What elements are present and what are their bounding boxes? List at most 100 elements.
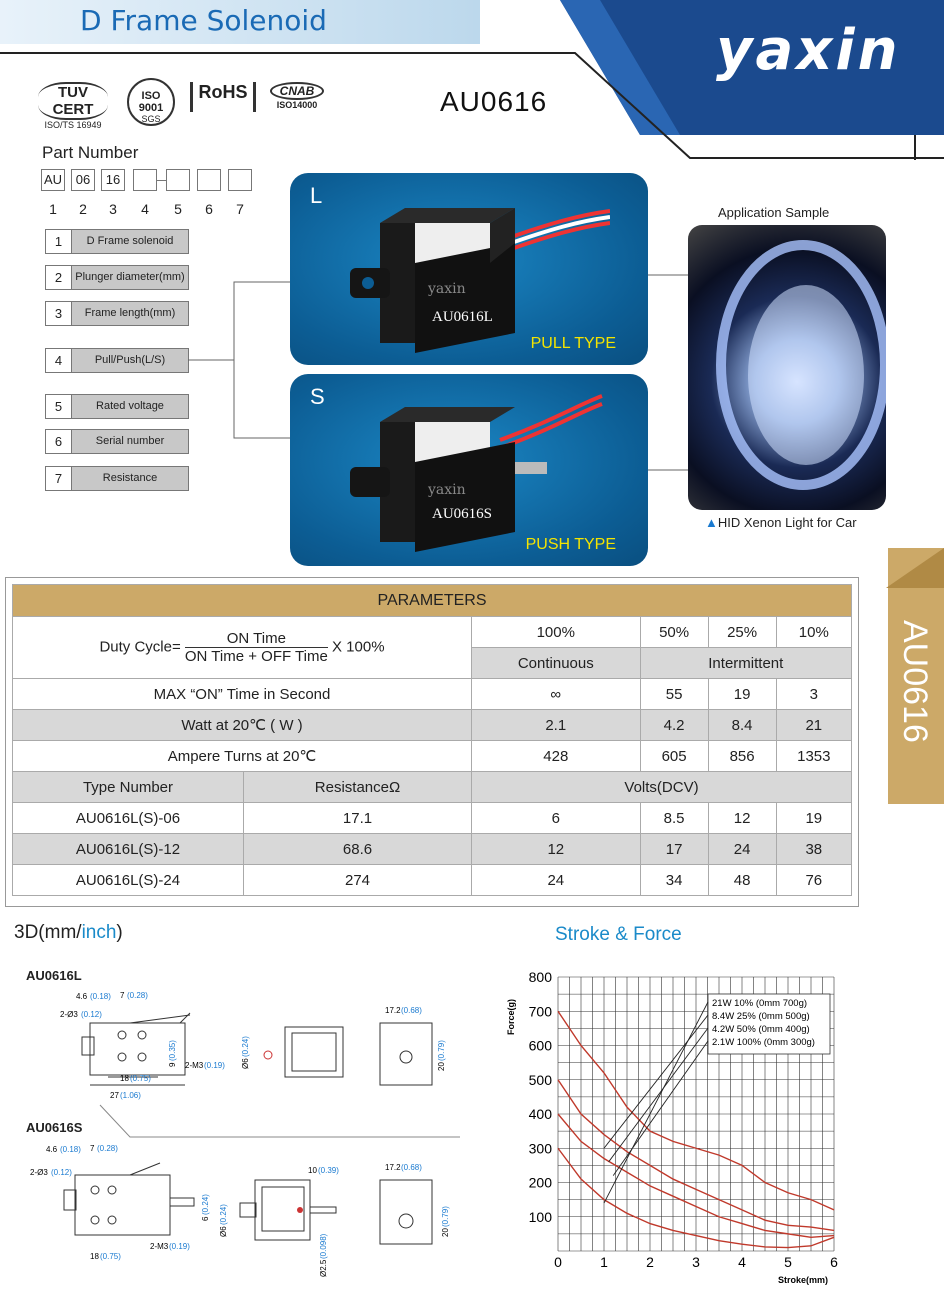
- pn-key-label: Pull/Push(L/S): [72, 349, 188, 372]
- dim-text: Ø6: [241, 1058, 250, 1069]
- pn-num-3: 3: [109, 201, 117, 217]
- cert-tuv: TUV CERT ISO/TS 16949: [38, 82, 108, 130]
- row-label: MAX “ON” Time in Second: [12, 678, 472, 710]
- pn-key-label: Resistance: [72, 467, 188, 490]
- type-name: AU0616L(S)-12: [12, 833, 244, 865]
- cell: 1353: [775, 740, 853, 772]
- pn-box-3: 16: [101, 169, 125, 191]
- cell: 17.1: [243, 802, 472, 834]
- dim-text: 10: [308, 1166, 317, 1175]
- duty-100: 100%: [471, 616, 641, 648]
- y-tick-label: 100: [529, 1209, 553, 1225]
- pn-key-num: 5: [46, 395, 72, 418]
- pn-key-label: Serial number: [72, 430, 188, 453]
- y-tick-label: 700: [529, 1003, 553, 1019]
- duty-10: 10%: [775, 616, 853, 648]
- pn-dash: [157, 180, 166, 181]
- pn-key-num: 3: [46, 302, 72, 325]
- dim-text: 7: [90, 1144, 95, 1153]
- dim-inch: (0.19): [204, 1061, 225, 1070]
- pn-key-label: Plunger diameter(mm): [72, 266, 188, 289]
- dim-text: 4.6: [46, 1145, 58, 1154]
- x-tick-label: 5: [784, 1254, 792, 1270]
- pn-box-1: AU: [41, 169, 65, 191]
- header-graphics: [0, 0, 944, 160]
- side-tab-label: AU0616: [896, 620, 934, 743]
- dim-text: 27: [110, 1091, 119, 1100]
- type-name: AU0616L(S)-24: [12, 864, 244, 896]
- drawings-title-b: inch: [81, 922, 117, 943]
- solenoid-logo: yaxin: [427, 482, 466, 498]
- pn-box-5: [166, 169, 190, 191]
- cell: 68.6: [243, 833, 472, 865]
- dim-inch: (0.35): [168, 1040, 177, 1061]
- dim-inch: (0.75): [130, 1074, 151, 1083]
- type-name: AU0616L(S)-06: [12, 802, 244, 834]
- pn-connector-lines: [188, 281, 290, 439]
- cert-cnab-name: CNAB: [270, 82, 324, 100]
- pn-box-7: [228, 169, 252, 191]
- push-type-panel: S yaxin AU0616S PUSH TYPE: [290, 374, 648, 566]
- drawings-title: 3D(mm/inch): [14, 922, 123, 944]
- legend-entry: 2.1W 100% (0mm 300g): [712, 1037, 815, 1048]
- cell: 12: [471, 833, 641, 865]
- type-number-header: Type Number: [12, 771, 244, 803]
- legend-leader-line: [612, 1040, 709, 1176]
- dim-inch: (0.39): [318, 1166, 339, 1175]
- row-label: Watt at 20℃ ( W ): [12, 709, 472, 741]
- brand-logo: yaxin: [716, 18, 901, 83]
- page-title: D Frame Solenoid: [80, 4, 327, 37]
- title-band: [0, 0, 480, 44]
- drawing-l-label: AU0616L: [26, 968, 82, 983]
- params-frame: [5, 577, 859, 907]
- cell: 428: [471, 740, 641, 772]
- cell: 48: [707, 864, 777, 896]
- solenoid-label: AU0616S: [432, 506, 492, 522]
- resistance-header: ResistanceΩ: [243, 771, 472, 803]
- series-line-4: [557, 1147, 835, 1249]
- cell: 3: [775, 678, 853, 710]
- duty-numerator: ON Time: [184, 630, 328, 648]
- cell: ∞: [471, 678, 641, 710]
- duty-denominator: ON Time + OFF Time: [184, 648, 328, 665]
- pn-key-num: 1: [46, 230, 72, 253]
- dim-text: 4.6: [76, 992, 88, 1001]
- legend-leader-line: [608, 1027, 709, 1163]
- dim-text: Ø2.5: [319, 1259, 328, 1277]
- dim-text: Ø6: [219, 1226, 228, 1237]
- part-number-title: Part Number: [42, 143, 139, 162]
- cell: 76: [775, 864, 853, 896]
- pn-box-2: 06: [71, 169, 95, 191]
- pn-num-6: 6: [205, 201, 213, 217]
- cell: 38: [775, 833, 853, 865]
- chart-title: Stroke & Force: [555, 924, 682, 945]
- dim-text: 9: [168, 1062, 177, 1067]
- y-tick-label: 500: [529, 1072, 553, 1088]
- duty-50: 50%: [639, 616, 709, 648]
- cell: 8.5: [639, 802, 709, 834]
- legend-entry: 21W 10% (0mm 700g): [712, 998, 807, 1009]
- cell: 2.1: [471, 709, 641, 741]
- y-tick-label: 300: [529, 1140, 553, 1156]
- dim-inch: (0.12): [81, 1010, 102, 1019]
- pn-key-num: 2: [46, 266, 72, 289]
- dim-inch: (0.19): [169, 1242, 190, 1251]
- dim-text: 17.2: [385, 1163, 401, 1172]
- cert-iso9001: ISO 9001 SGS: [127, 78, 175, 126]
- pn-box-4: [133, 169, 157, 191]
- y-tick-label: 200: [529, 1175, 553, 1191]
- dim-text: 18: [120, 1074, 129, 1083]
- dim-inch: (0.75): [100, 1252, 121, 1261]
- dim-inch: (0.18): [90, 992, 111, 1001]
- duty-label: Duty Cycle=: [99, 638, 181, 656]
- cell: 24: [471, 864, 641, 896]
- intermittent-label: Intermittent: [639, 647, 853, 679]
- application-caption: Application Sample: [718, 205, 830, 220]
